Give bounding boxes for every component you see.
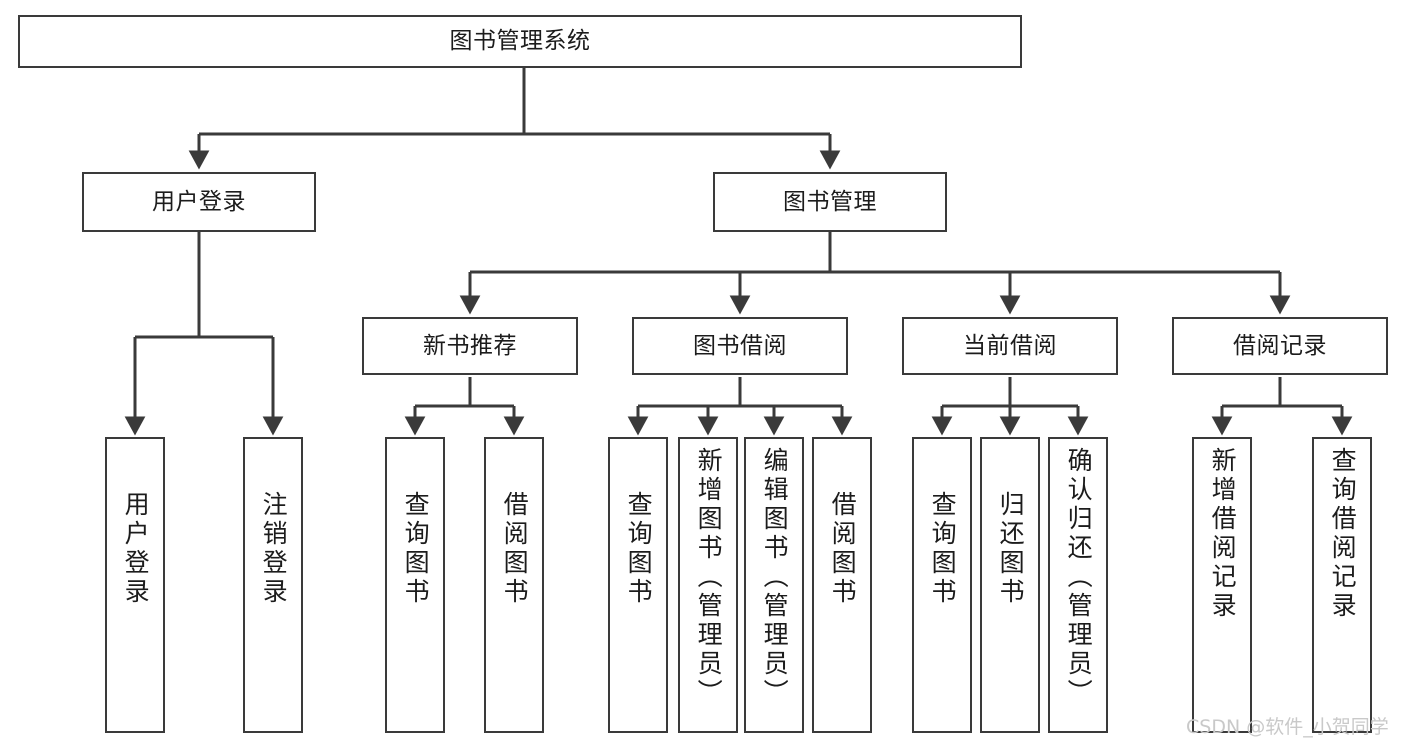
leaf-label: 查询借阅记录 <box>1328 447 1358 621</box>
leaf-label: 注销登录 <box>259 491 289 607</box>
node-new-book-recommend-label: 新书推荐 <box>423 332 517 359</box>
leaf-current-borrow-return[interactable]: 归还图书 <box>980 437 1040 733</box>
node-root[interactable]: 图书管理系统 <box>18 15 1022 68</box>
node-current-borrow-label: 当前借阅 <box>963 332 1057 359</box>
node-current-borrow[interactable]: 当前借阅 <box>902 317 1118 375</box>
node-book-management[interactable]: 图书管理 <box>713 172 947 232</box>
leaf-new-book-borrow[interactable]: 借阅图书 <box>484 437 544 733</box>
leaf-label: 查询图书 <box>624 491 654 607</box>
leaf-new-book-query[interactable]: 查询图书 <box>385 437 445 733</box>
node-book-borrow[interactable]: 图书借阅 <box>632 317 848 375</box>
node-new-book-recommend[interactable]: 新书推荐 <box>362 317 578 375</box>
leaf-book-borrow-edit[interactable]: 编辑图书（管理员） <box>744 437 804 733</box>
leaf-label: 新增图书（管理员） <box>694 447 724 708</box>
leaf-borrow-record-query[interactable]: 查询借阅记录 <box>1312 437 1372 733</box>
node-book-management-label: 图书管理 <box>783 188 877 215</box>
leaf-label: 用户登录 <box>121 491 151 607</box>
node-user-login-label: 用户登录 <box>152 188 246 215</box>
node-user-login[interactable]: 用户登录 <box>82 172 316 232</box>
leaf-label: 新增借阅记录 <box>1208 447 1238 621</box>
leaf-current-borrow-confirm[interactable]: 确认归还（管理员） <box>1048 437 1108 733</box>
leaf-label: 借阅图书 <box>828 491 858 607</box>
node-borrow-record[interactable]: 借阅记录 <box>1172 317 1388 375</box>
leaf-user-login-logout[interactable]: 注销登录 <box>243 437 303 733</box>
leaf-user-login-login[interactable]: 用户登录 <box>105 437 165 733</box>
leaf-book-borrow-add[interactable]: 新增图书（管理员） <box>678 437 738 733</box>
leaf-book-borrow-query[interactable]: 查询图书 <box>608 437 668 733</box>
leaf-label: 确认归还（管理员） <box>1064 447 1094 708</box>
leaf-label: 查询图书 <box>401 491 431 607</box>
csdn-watermark: CSDN @软件_小贺同学 <box>1186 716 1389 738</box>
leaf-label: 查询图书 <box>928 491 958 607</box>
leaf-book-borrow-borrow[interactable]: 借阅图书 <box>812 437 872 733</box>
node-book-borrow-label: 图书借阅 <box>693 332 787 359</box>
leaf-label: 编辑图书（管理员） <box>760 447 790 708</box>
node-borrow-record-label: 借阅记录 <box>1233 332 1327 359</box>
leaf-label: 归还图书 <box>996 491 1026 607</box>
node-root-label: 图书管理系统 <box>449 28 591 54</box>
leaf-current-borrow-query[interactable]: 查询图书 <box>912 437 972 733</box>
leaf-label: 借阅图书 <box>500 491 530 607</box>
leaf-borrow-record-add[interactable]: 新增借阅记录 <box>1192 437 1252 733</box>
